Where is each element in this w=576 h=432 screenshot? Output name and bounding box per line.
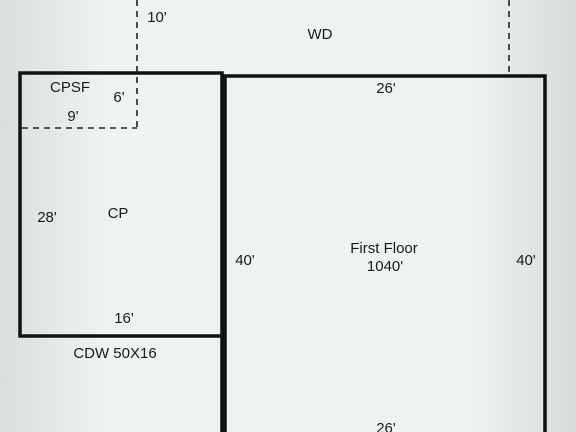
first-floor-left-label: 40' [235,252,255,269]
first-floor-area-label: 1040' [366,258,404,275]
first-floor-right-label: 40' [516,252,536,269]
cpsf-depth-label: 6' [113,89,125,106]
cp-height-label: 28' [37,209,57,226]
cpsf-width-label: 9' [67,108,79,125]
cpsf-label: CPSF [49,79,91,96]
first-floor-name-label: First Floor [350,240,418,257]
cdw-label: CDW 50X16 [73,345,157,362]
first-floor-top-label: 26' [376,80,396,97]
cp-width-label: 16' [114,310,134,327]
wd-width-label: 10' [147,9,167,26]
wd-label: WD [307,26,333,43]
cp-room-outline [18,71,224,338]
first-floor-bottom-label: 26' [376,420,396,432]
cp-label: CP [107,205,129,222]
first-floor-outline [223,74,547,432]
